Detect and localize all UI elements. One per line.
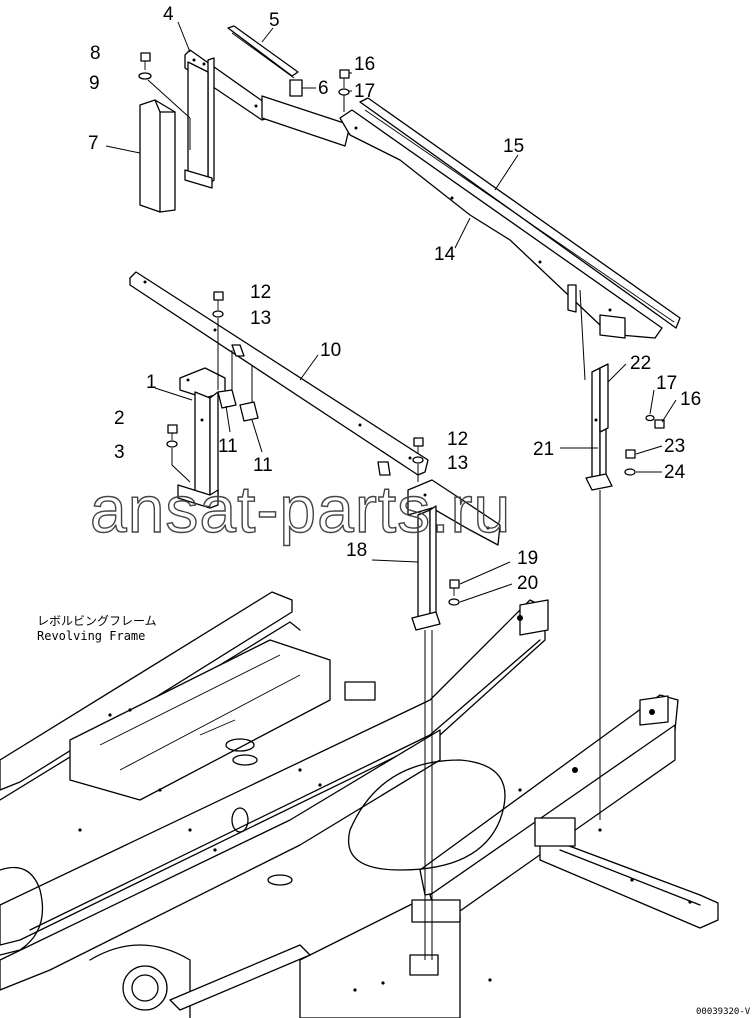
part-13-washer-a — [212, 310, 224, 318]
part-11-pad-a — [217, 389, 237, 409]
callout-11b: 11 — [253, 455, 273, 476]
revolving-frame — [0, 591, 719, 1018]
part-6-block — [289, 79, 303, 97]
callout-13b: 13 — [447, 453, 468, 474]
callout-23: 23 — [664, 436, 685, 457]
callout-18: 18 — [346, 540, 367, 561]
callout-22: 22 — [630, 353, 651, 374]
callout-11a: 11 — [218, 436, 238, 457]
frame-label-jp: レボルビングフレーム — [37, 614, 157, 628]
drawing-code: 00039320-V — [696, 1007, 751, 1017]
part-7-block — [139, 99, 176, 213]
part-10-bar — [129, 271, 429, 476]
callout-17a: 17 — [354, 81, 375, 102]
part-12-bolt-a — [213, 291, 224, 310]
callout-20: 20 — [517, 573, 538, 594]
part-22-plate — [599, 363, 609, 433]
callout-1: 1 — [146, 372, 157, 393]
callout-14: 14 — [434, 244, 456, 265]
frame-label-en: Revolving Frame — [37, 629, 145, 643]
callout-labels: 4 5 8 9 6 7 16 17 15 14 12 13 10 1 2 3 1… — [88, 4, 701, 594]
callout-24: 24 — [664, 462, 686, 483]
part-17-washer-right — [645, 414, 655, 422]
part-2-bolt — [167, 424, 178, 440]
callout-7: 7 — [88, 133, 99, 154]
part-3-washer — [166, 440, 178, 448]
callout-10: 10 — [320, 340, 341, 361]
callout-3: 3 — [114, 442, 125, 463]
callout-6: 6 — [318, 78, 329, 99]
part-9-washer — [138, 72, 152, 80]
callout-leaders — [105, 21, 677, 603]
part-4-bracket — [184, 49, 269, 189]
part-8-bolt — [140, 52, 151, 70]
part-11-pad-b — [239, 401, 259, 422]
callout-17b: 17 — [656, 373, 677, 394]
callout-8: 8 — [90, 43, 101, 64]
part-24-washer — [624, 468, 636, 476]
callout-16a: 16 — [354, 54, 375, 75]
part-5-rail — [227, 25, 299, 79]
part-20-washer — [448, 598, 460, 606]
callout-21: 21 — [533, 439, 554, 460]
callout-19: 19 — [517, 548, 538, 569]
callout-5: 5 — [269, 10, 280, 31]
part-1-bracket — [177, 367, 226, 509]
part-15-rail — [359, 97, 681, 329]
part-17-washer-top — [338, 88, 350, 96]
spacer-plate — [261, 95, 351, 147]
watermark: ansat-parts.ru — [90, 472, 511, 546]
part-16-bolt-right — [654, 419, 665, 429]
callout-4: 4 — [163, 4, 174, 25]
part-12-bolt-b — [413, 437, 424, 454]
part-16-bolt-top — [339, 69, 350, 88]
callout-12b: 12 — [447, 429, 468, 450]
part-23-bolt — [625, 449, 636, 459]
callout-13a: 13 — [250, 308, 271, 329]
part-14-rail — [339, 109, 663, 339]
callout-12a: 12 — [250, 282, 271, 303]
part-13-washer-b — [412, 456, 424, 464]
part-19-bolt — [449, 579, 460, 596]
callout-16b: 16 — [680, 389, 701, 410]
callout-9: 9 — [89, 73, 100, 94]
callout-15: 15 — [503, 136, 524, 157]
part-18-bracket — [407, 479, 501, 631]
callout-2: 2 — [114, 408, 125, 429]
